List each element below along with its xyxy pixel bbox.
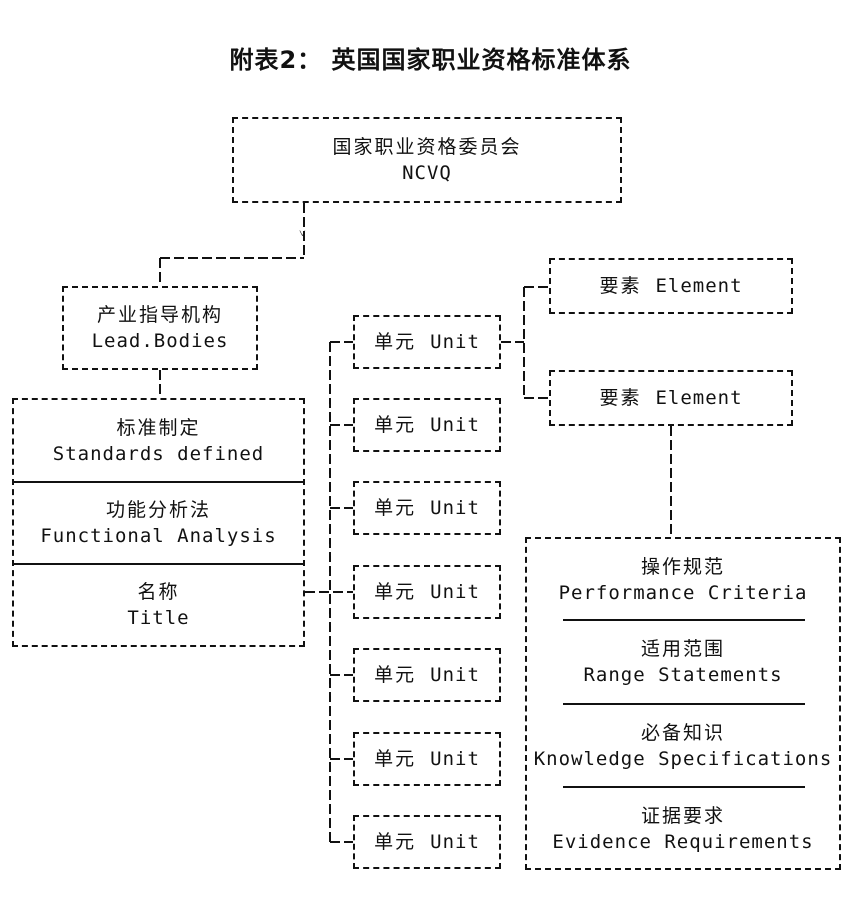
criteria-zh: 操作规范 (640, 556, 725, 578)
criteria-zh: 必备知识 (640, 722, 725, 744)
unit-zh: 单元 (374, 497, 417, 519)
title-en: Title (127, 607, 190, 629)
caret-mark: ˅ (299, 226, 306, 240)
evidence-requirements-section: 证据要求 Evidence Requirements (527, 788, 839, 870)
unit-en: Unit (430, 331, 480, 353)
element-en: Element (655, 275, 743, 297)
ncvq-box: 国家职业资格委员会 NCVQ (232, 117, 622, 203)
functional-en: Functional Analysis (40, 525, 277, 547)
unit-box: 单元 Unit (353, 732, 501, 786)
element-en: Element (655, 387, 743, 409)
unit-box: 单元 Unit (353, 481, 501, 535)
criteria-zh: 证据要求 (640, 805, 725, 827)
standards-zh: 标准制定 (116, 417, 201, 439)
unit-zh: 单元 (374, 581, 417, 603)
unit-box: 单元 Unit (353, 648, 501, 702)
unit-zh: 单元 (374, 664, 417, 686)
criteria-box: 操作规范 Performance Criteria 适用范围 Range Sta… (525, 537, 841, 870)
lead-bodies-en: Lead.Bodies (91, 330, 229, 352)
criteria-zh: 适用范围 (640, 638, 725, 660)
unit-en: Unit (430, 414, 480, 436)
criteria-en: Range Statements (583, 664, 783, 686)
unit-zh: 单元 (374, 748, 417, 770)
unit-en: Unit (430, 831, 480, 853)
element-box: 要素 Element (549, 370, 793, 426)
unit-box: 单元 Unit (353, 565, 501, 619)
functional-zh: 功能分析法 (105, 499, 211, 521)
unit-box: 单元 Unit (353, 315, 501, 369)
standards-en: Standards defined (52, 443, 265, 465)
criteria-en: Performance Criteria (558, 582, 808, 604)
unit-zh: 单元 (374, 831, 417, 853)
lead-bodies-box: 产业指导机构 Lead.Bodies (62, 286, 258, 370)
criteria-en: Knowledge Specifications (533, 748, 833, 770)
unit-zh: 单元 (374, 331, 417, 353)
element-zh: 要素 (599, 387, 642, 409)
standards-stack: 标准制定 Standards defined 功能分析法 Functional … (12, 398, 305, 647)
criteria-en: Evidence Requirements (552, 831, 814, 853)
functional-analysis-section: 功能分析法 Functional Analysis (14, 482, 303, 564)
unit-box: 单元 Unit (353, 398, 501, 452)
stack-divider (14, 481, 303, 483)
ncvq-en: NCVQ (402, 162, 452, 184)
unit-en: Unit (430, 664, 480, 686)
title-section: 名称 Title (14, 564, 303, 646)
range-statements-section: 适用范围 Range Statements (527, 621, 839, 703)
element-zh: 要素 (599, 275, 642, 297)
criteria-divider (563, 786, 805, 788)
unit-box: 单元 Unit (353, 815, 501, 869)
unit-en: Unit (430, 581, 480, 603)
element-box: 要素 Element (549, 258, 793, 314)
lead-bodies-zh: 产业指导机构 (96, 304, 223, 326)
unit-zh: 单元 (374, 414, 417, 436)
ncvq-zh: 国家职业资格委员会 (332, 136, 522, 158)
stack-divider (14, 563, 303, 565)
diagram-title: 附表2： 英国国家职业资格标准体系 (229, 46, 632, 74)
criteria-divider (563, 619, 805, 621)
performance-criteria-section: 操作规范 Performance Criteria (527, 539, 839, 621)
knowledge-specifications-section: 必备知识 Knowledge Specifications (527, 705, 839, 787)
title-zh: 名称 (137, 581, 180, 603)
criteria-divider (563, 703, 805, 705)
unit-en: Unit (430, 497, 480, 519)
unit-en: Unit (430, 748, 480, 770)
standards-defined-section: 标准制定 Standards defined (14, 400, 303, 482)
